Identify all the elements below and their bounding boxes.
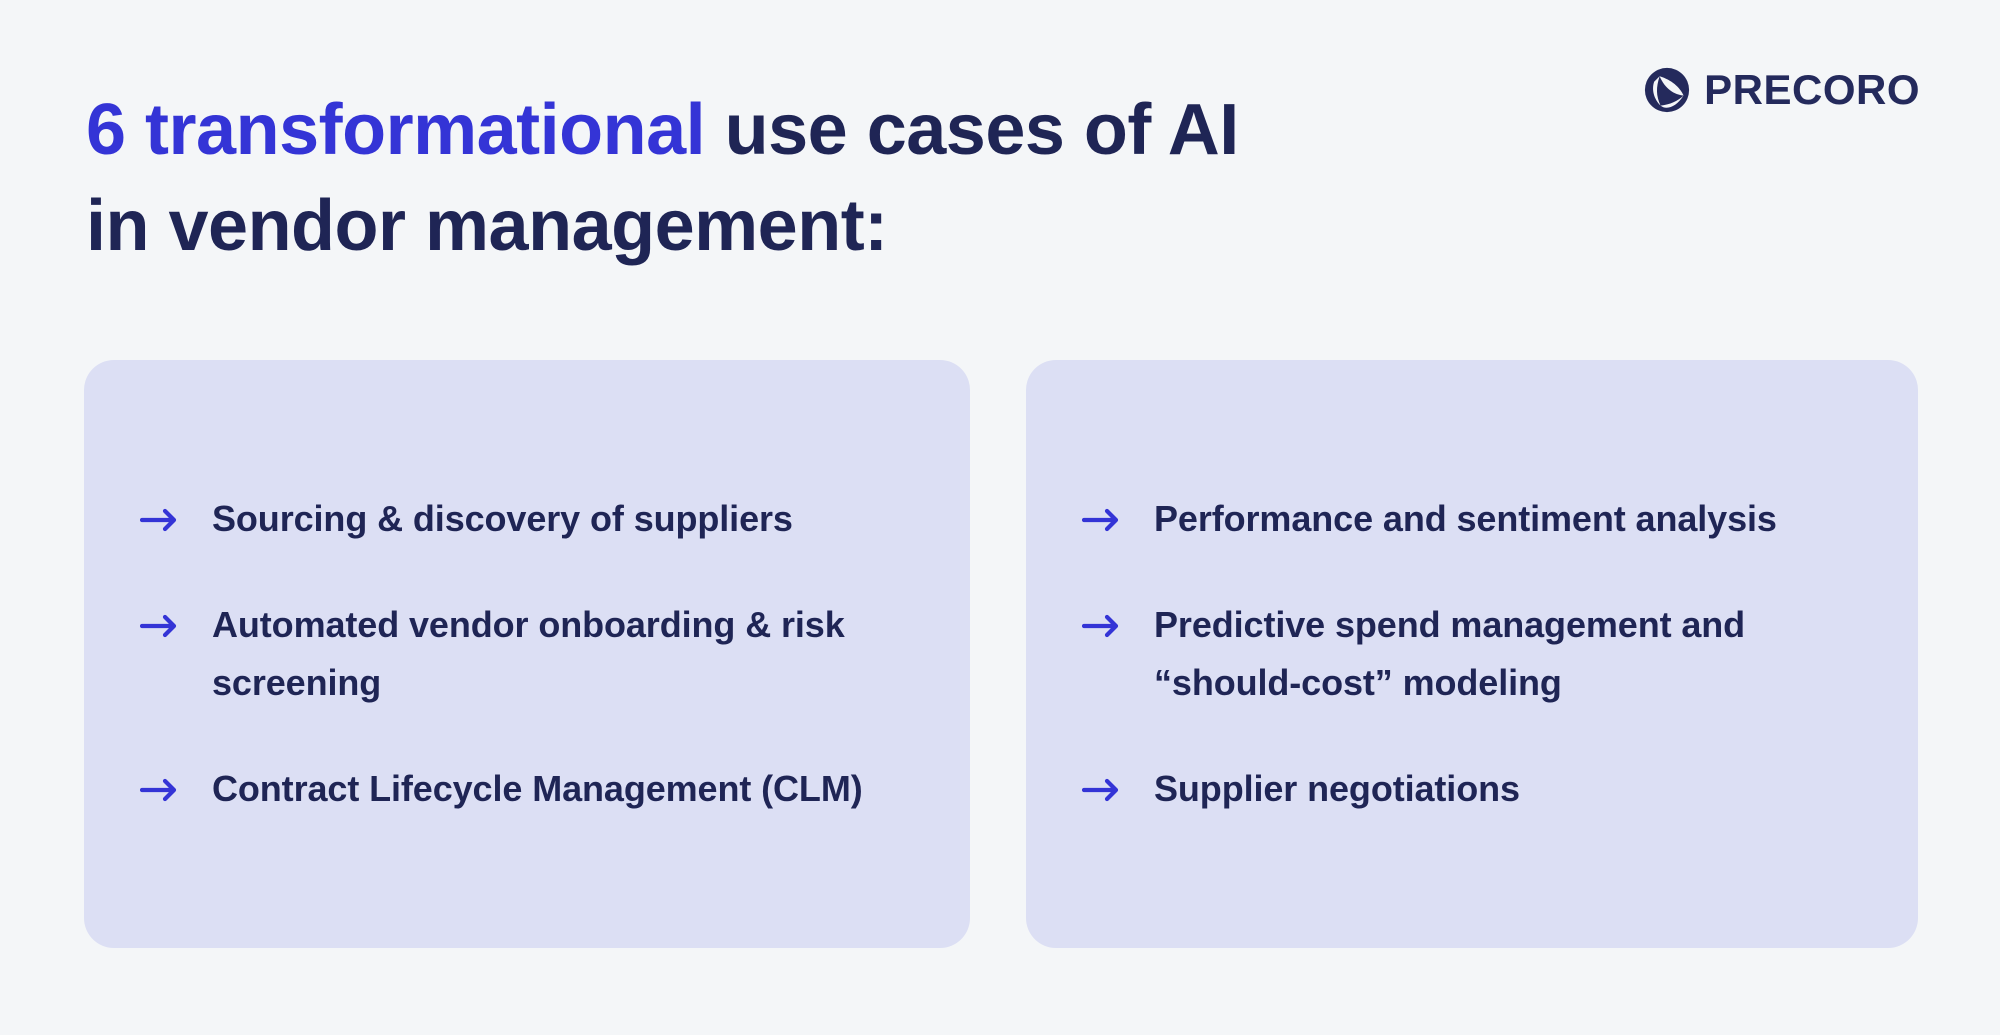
precoro-wordmark: PRECORO xyxy=(1704,66,1920,113)
list-item-label: Contract Lifecycle Management (CLM) xyxy=(212,768,863,809)
cards-container: Sourcing & discovery of suppliers Automa… xyxy=(84,360,1918,948)
page-title-accent: 6 transformational xyxy=(86,90,706,170)
slide-header: 6 transformational use cases of AI in ve… xyxy=(0,0,2000,300)
list-item-label: Automated vendor onboarding & risk scree… xyxy=(212,604,845,703)
list-item: Supplier negotiations xyxy=(1082,760,1862,818)
arrow-right-icon xyxy=(1082,596,1128,638)
card-right: Performance and sentiment analysis Predi… xyxy=(1026,360,1918,948)
list-item-label: Performance and sentiment analysis xyxy=(1154,498,1777,539)
precoro-logo: PRECORO xyxy=(1644,66,1920,114)
card-left: Sourcing & discovery of suppliers Automa… xyxy=(84,360,970,948)
page-title-line-1: 6 transformational use cases of AI xyxy=(86,82,1526,178)
list-item: Contract Lifecycle Management (CLM) xyxy=(140,760,914,818)
arrow-right-icon xyxy=(140,596,186,638)
list-item: Sourcing & discovery of suppliers xyxy=(140,490,914,548)
arrow-right-icon xyxy=(140,760,186,802)
list-item-label: Sourcing & discovery of suppliers xyxy=(212,498,793,539)
list-item: Automated vendor onboarding & risk scree… xyxy=(140,596,914,712)
list-item-label: Supplier negotiations xyxy=(1154,768,1520,809)
page-title: 6 transformational use cases of AI in ve… xyxy=(86,82,1526,274)
list-item-label: Predictive spend management and “should-… xyxy=(1154,604,1746,703)
page-title-line-2: in vendor management: xyxy=(86,186,888,266)
list-item: Performance and sentiment analysis xyxy=(1082,490,1862,548)
arrow-right-icon xyxy=(1082,760,1128,802)
list-item: Predictive spend management and “should-… xyxy=(1082,596,1862,712)
page-title-rest: use cases of AI xyxy=(705,90,1240,170)
arrow-right-icon xyxy=(1082,490,1128,532)
precoro-pinwheel-icon xyxy=(1645,67,1690,113)
arrow-right-icon xyxy=(140,490,186,532)
